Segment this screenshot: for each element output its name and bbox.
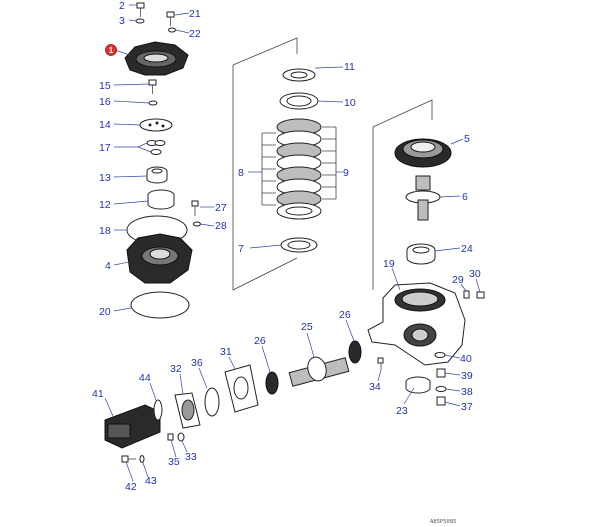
part-44-o-ring[interactable] [153, 399, 163, 421]
label-18: 18 [99, 225, 111, 237]
label-7: 7 [238, 243, 244, 255]
highlight-marker-1[interactable] [105, 44, 117, 56]
part-38-o-ring[interactable] [435, 386, 447, 392]
label-33: 33 [185, 451, 197, 463]
part-8-9-disc-stack[interactable] [276, 118, 322, 220]
part-2-bolt[interactable] [136, 2, 145, 17]
label-42: 42 [125, 481, 137, 493]
label-26-left: 26 [254, 335, 266, 347]
label-19: 19 [383, 258, 395, 270]
part-17-pins[interactable] [146, 140, 166, 155]
part-22-washer[interactable] [168, 27, 176, 33]
label-14: 14 [99, 119, 111, 131]
part-24-bearing[interactable] [406, 243, 436, 265]
label-21: 21 [189, 8, 201, 20]
label-15: 15 [99, 80, 111, 92]
part-27-bolt[interactable] [191, 200, 199, 216]
label-38: 38 [461, 386, 473, 398]
label-2: 2 [119, 0, 125, 12]
label-30: 30 [469, 268, 481, 280]
label-10: 10 [344, 97, 356, 109]
label-34: 34 [369, 381, 381, 393]
part-13-bushing[interactable] [146, 166, 168, 184]
label-26-right: 26 [339, 309, 351, 321]
part-12-ring[interactable] [147, 189, 175, 210]
part-35-bolt[interactable] [167, 433, 174, 441]
label-25: 25 [301, 321, 313, 333]
part-6-shaft[interactable] [405, 175, 441, 221]
label-17: 17 [99, 142, 111, 154]
part-26-bearing-left[interactable] [265, 371, 279, 395]
part-41-motor[interactable] [104, 404, 161, 449]
part-36-o-ring[interactable] [204, 387, 220, 417]
part-25-shaft[interactable] [288, 355, 350, 387]
label-22: 22 [189, 28, 201, 40]
part-42-bolt[interactable] [121, 455, 136, 463]
part-4-housing[interactable] [126, 233, 193, 284]
label-24: 24 [461, 243, 473, 255]
label-40: 40 [460, 353, 472, 365]
part-5-ring-gear[interactable] [394, 138, 452, 168]
label-12: 12 [99, 199, 111, 211]
part-43-washer[interactable] [139, 455, 145, 463]
label-35: 35 [168, 456, 180, 468]
label-4: 4 [105, 260, 111, 272]
part-32-flange[interactable] [174, 392, 201, 429]
part-10-plate[interactable] [279, 92, 319, 110]
part-14-plate[interactable] [139, 118, 173, 132]
part-21-bolt[interactable] [166, 11, 175, 26]
label-31: 31 [220, 346, 232, 358]
label-29: 29 [452, 274, 464, 286]
part-20-o-ring[interactable] [130, 291, 190, 319]
label-5: 5 [464, 133, 470, 145]
part-29-plug[interactable] [463, 290, 470, 299]
label-3: 3 [119, 15, 125, 27]
part-1-cover[interactable] [124, 41, 189, 76]
part-31-gasket[interactable] [224, 364, 259, 413]
label-27: 27 [215, 202, 227, 214]
part-16-washer[interactable] [148, 100, 158, 106]
part-7-plate[interactable] [280, 237, 318, 253]
label-37: 37 [461, 401, 473, 413]
label-41: 41 [92, 388, 104, 400]
label-11: 11 [344, 61, 355, 73]
part-40-o-ring[interactable] [434, 352, 446, 358]
part-19-case[interactable] [367, 282, 466, 366]
label-9: 9 [343, 167, 349, 179]
part-3-washer[interactable] [135, 18, 145, 24]
label-13: 13 [99, 172, 111, 184]
label-8: 8 [238, 167, 244, 179]
label-44: 44 [139, 372, 151, 384]
leader-lines [104, 4, 481, 482]
label-16: 16 [99, 96, 111, 108]
part-28-washer[interactable] [193, 221, 201, 227]
label-36: 36 [191, 357, 203, 369]
label-28: 28 [215, 220, 227, 232]
part-26-bearing-right[interactable] [348, 340, 362, 364]
part-39-plug[interactable] [436, 368, 446, 378]
part-34-bolt[interactable] [377, 357, 384, 370]
label-39: 39 [461, 370, 473, 382]
label-43: 43 [145, 475, 157, 487]
part-37-plug[interactable] [436, 396, 446, 406]
label-20: 20 [99, 306, 111, 318]
part-15-bolt[interactable] [148, 79, 157, 94]
part-11-plate[interactable] [282, 68, 316, 82]
label-6: 6 [462, 191, 468, 203]
label-23: 23 [396, 405, 408, 417]
drawing-number: A85P5085 [430, 519, 457, 525]
part-23-seal[interactable] [405, 376, 431, 394]
part-30-bolt[interactable] [476, 291, 485, 299]
label-1: 1 [109, 46, 114, 55]
part-33-washer[interactable] [177, 432, 185, 442]
label-32: 32 [170, 363, 182, 375]
